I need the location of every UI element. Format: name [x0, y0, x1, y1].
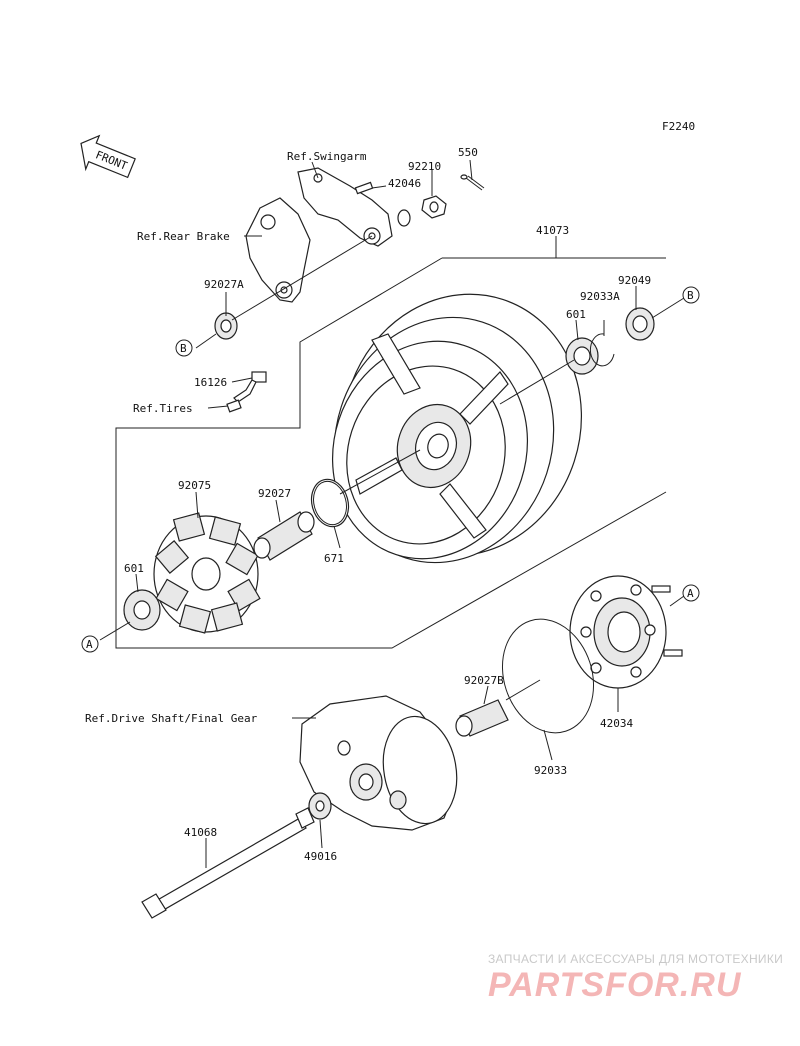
part-92033-label: 92033	[534, 764, 567, 777]
nut-92210	[421, 195, 447, 219]
ref-rear-brake-label: Ref.Rear Brake	[137, 230, 230, 243]
valve-16126	[226, 371, 267, 413]
washer-49016	[308, 792, 332, 820]
ref-swingarm-label: Ref.Swingarm	[287, 150, 367, 163]
final-gear-case	[299, 695, 458, 831]
collar-92027	[253, 511, 315, 561]
part-601-top-label: 601	[566, 308, 586, 321]
callout-a-right-label: A	[687, 587, 694, 600]
part-92049-label: 92049	[618, 274, 651, 287]
coupling-42034	[569, 575, 683, 689]
part-42046-label: 42046	[388, 177, 421, 190]
part-16126-label: 16126	[194, 376, 227, 389]
part-92027A-label: 92027A	[204, 278, 244, 291]
watermark-logo: PARTSFOR.RU	[488, 966, 742, 1004]
part-49016-label: 49016	[304, 850, 337, 863]
part-92033A-label: 92033A	[580, 290, 620, 303]
callout-b-left: B	[175, 339, 193, 357]
collar-92027A	[214, 312, 238, 340]
part-92075-label: 92075	[178, 479, 211, 492]
washer	[397, 209, 411, 227]
part-601-left-label: 601	[124, 562, 144, 575]
callout-a-right: A	[682, 584, 700, 602]
callout-b-right: B	[682, 286, 700, 304]
ref-tires-label: Ref.Tires	[133, 402, 193, 415]
circlip-92033A	[589, 333, 615, 367]
part-671-label: 671	[324, 552, 344, 565]
circlip-92033	[501, 618, 595, 734]
bearing-601-left	[123, 589, 161, 631]
part-41073-label: 41073	[536, 224, 569, 237]
leader-lines	[99, 159, 685, 868]
figure-code: F2240	[662, 120, 695, 133]
o-ring-671	[310, 478, 350, 528]
callout-a-left-label: A	[86, 638, 93, 651]
collar-92027B	[455, 699, 509, 737]
axle-41068	[141, 807, 315, 919]
callout-b-left-label: B	[180, 342, 187, 355]
ref-drive-shaft-label: Ref.Drive Shaft/Final Gear	[85, 712, 258, 725]
bolt-42046	[354, 181, 374, 195]
part-92027-label: 92027	[258, 487, 291, 500]
seal-92049	[625, 307, 655, 341]
part-42034-label: 42034	[600, 717, 633, 730]
watermark-tagline: ЗАПЧАСТИ И АКСЕССУАРЫ ДЛЯ МОТОТЕХНИКИ	[488, 952, 783, 966]
bearing-601-top	[565, 337, 599, 375]
front-arrow-icon: FRONT	[80, 134, 136, 179]
part-92027B-label: 92027B	[464, 674, 504, 687]
part-550-label: 550	[458, 146, 478, 159]
callout-b-right-label: B	[687, 289, 694, 302]
part-92210-label: 92210	[408, 160, 441, 173]
callout-a-left: A	[81, 635, 99, 653]
swingarm-bracket	[297, 167, 393, 247]
rear-brake-bracket	[245, 197, 311, 303]
rear-wheel-41073	[331, 293, 583, 564]
cotter-pin-550	[460, 174, 485, 191]
damper-92075	[153, 512, 261, 634]
part-41068-label: 41068	[184, 826, 217, 839]
